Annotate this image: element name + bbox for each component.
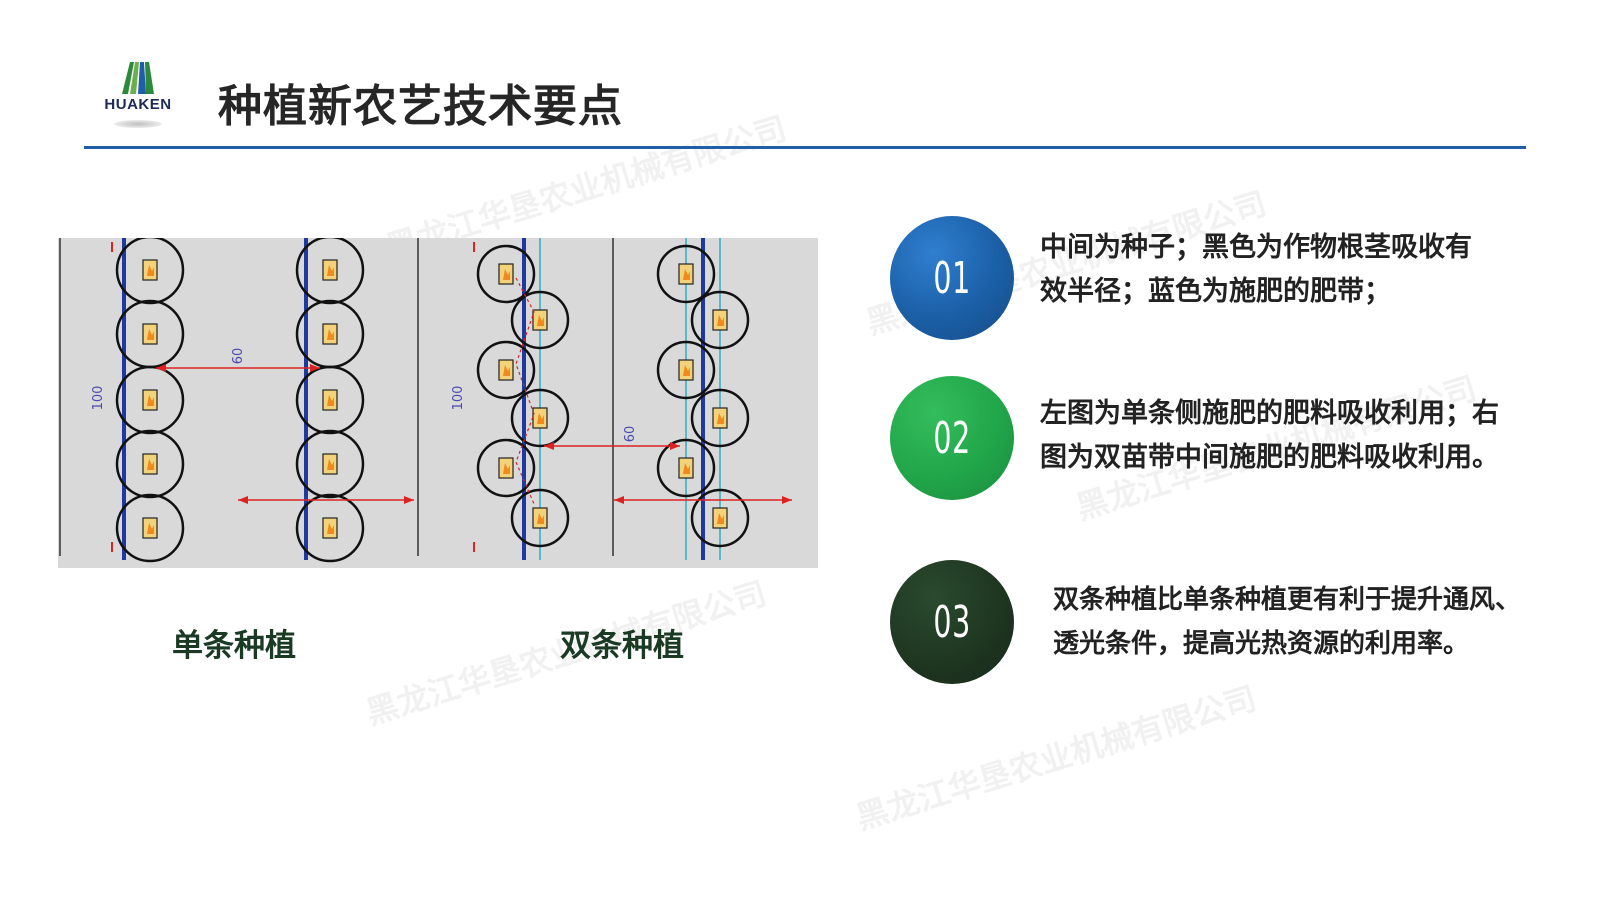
point-02-line-2: 图为双苗带中间施肥的肥料吸收利用。 xyxy=(1040,442,1499,473)
page-title: 种植新农艺技术要点 xyxy=(218,81,623,132)
logo-stripes-icon xyxy=(122,62,154,94)
logo-text: HUAKEN xyxy=(104,96,172,113)
caption-single-row: 单条种植 xyxy=(172,628,296,664)
point-02-number: 02 xyxy=(933,412,971,464)
single-height-label: 100 xyxy=(91,386,106,411)
point-02-line-1: 左图为单条侧施肥的肥料吸收利用；右 xyxy=(1040,398,1499,429)
point-02-text: 左图为单条侧施肥的肥料吸收利用；右 图为双苗带中间施肥的肥料吸收利用。 xyxy=(1040,392,1499,480)
point-01-number: 01 xyxy=(933,252,971,304)
point-01-badge: 01 xyxy=(890,216,1014,340)
double-height-label: 100 xyxy=(451,386,466,411)
watermark-5: 黑龙江华垦农业机械有限公司 xyxy=(851,679,1261,838)
planting-diagram: 60 100 60 100 xyxy=(58,238,818,568)
caption-double-row: 双条种植 xyxy=(560,628,684,664)
point-03-text: 双条种植比单条种植更有利于提升通风、 透光条件，提高光热资源的利用率。 xyxy=(1053,578,1521,666)
double-row-diagram: 60 100 xyxy=(111,238,792,560)
single-row-diagram: 60 100 xyxy=(91,238,414,563)
point-03-number: 03 xyxy=(933,596,971,648)
point-03-line-1: 双条种植比单条种植更有利于提升通风、 xyxy=(1053,585,1522,615)
header-divider xyxy=(84,146,1526,149)
point-02-badge: 02 xyxy=(890,376,1014,500)
point-01-line-1: 中间为种子；黑色为作物根茎吸收有 xyxy=(1040,232,1472,263)
single-spacing-label: 60 xyxy=(231,348,246,365)
point-01-text: 中间为种子；黑色为作物根茎吸收有 效半径；蓝色为施肥的肥带； xyxy=(1040,226,1472,314)
point-01-line-2: 效半径；蓝色为施肥的肥带； xyxy=(1040,276,1391,307)
company-logo: HUAKEN xyxy=(96,58,180,134)
point-03-line-2: 透光条件，提高光热资源的利用率。 xyxy=(1053,629,1470,659)
double-spacing-label: 60 xyxy=(623,426,638,443)
logo-shadow xyxy=(114,120,162,128)
point-03-badge: 03 xyxy=(890,560,1014,684)
